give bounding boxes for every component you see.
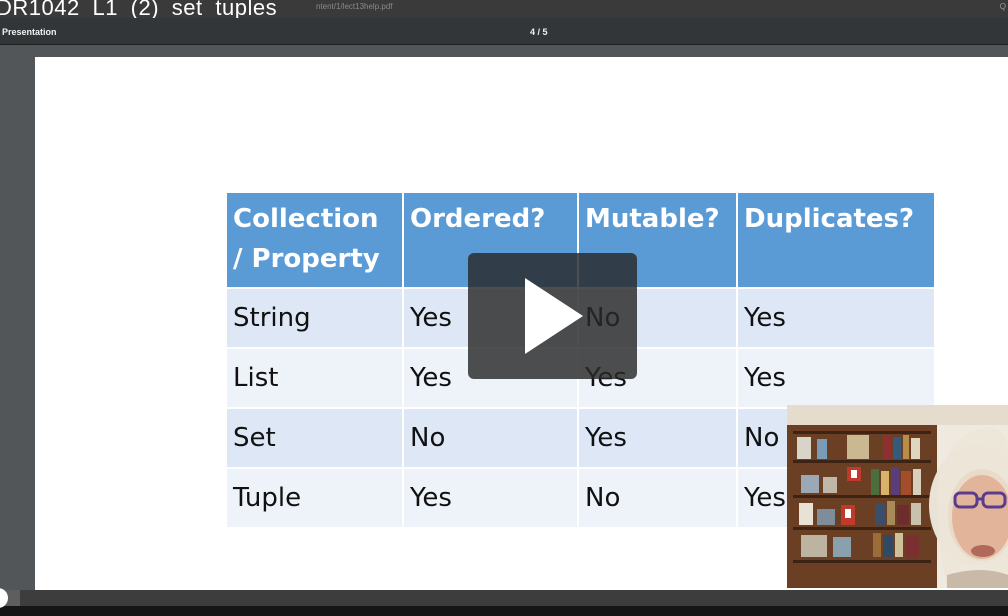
pdf-doc-title: Presentation bbox=[2, 27, 57, 37]
pdf-page-indicator: 4 / 5 bbox=[530, 27, 548, 37]
title-overlay: DR1042_L1_(2)_set_tuples ntent/1/lect13h… bbox=[0, 0, 1008, 18]
table-cell: List bbox=[225, 347, 404, 409]
header-collection-property: Collection / Property bbox=[225, 191, 404, 289]
scrub-knob[interactable] bbox=[0, 588, 8, 608]
table-cell: Yes bbox=[402, 467, 579, 529]
table-cell: Yes bbox=[577, 407, 738, 469]
table-cell: No bbox=[402, 407, 579, 469]
progress-bar[interactable] bbox=[0, 588, 1008, 608]
table-cell: Yes bbox=[736, 347, 936, 409]
table-cell: String bbox=[225, 287, 404, 349]
url-fragment: ntent/1/lect13help.pdf bbox=[316, 2, 393, 11]
table-cell: Tuple bbox=[225, 467, 404, 529]
play-icon bbox=[524, 278, 583, 354]
pdf-toolbar: Presentation 4 / 5 bbox=[0, 22, 1008, 45]
corner-label: Q bbox=[999, 2, 1006, 11]
table-cell: Yes bbox=[736, 287, 936, 349]
table-row: Tuple Yes No Yes bbox=[225, 467, 936, 529]
collection-properties-table: Collection / Property Ordered? Mutable? … bbox=[225, 191, 936, 529]
header-duplicates: Duplicates? bbox=[736, 191, 936, 289]
header-line: Collection bbox=[233, 204, 379, 234]
webcam-overlay bbox=[787, 405, 1008, 588]
header-line: Mutable? bbox=[585, 204, 720, 234]
header-line: Ordered? bbox=[410, 204, 546, 234]
webcam-picture bbox=[787, 405, 1008, 588]
play-button[interactable] bbox=[468, 253, 637, 379]
header-line: Duplicates? bbox=[744, 204, 915, 234]
table-row: String Yes No Yes bbox=[225, 287, 936, 349]
table-cell: Set bbox=[225, 407, 404, 469]
player-control-bar bbox=[0, 588, 1008, 616]
table-cell: No bbox=[577, 467, 738, 529]
video-title: DR1042_L1_(2)_set_tuples bbox=[0, 0, 278, 18]
header-line: / Property bbox=[233, 244, 380, 274]
